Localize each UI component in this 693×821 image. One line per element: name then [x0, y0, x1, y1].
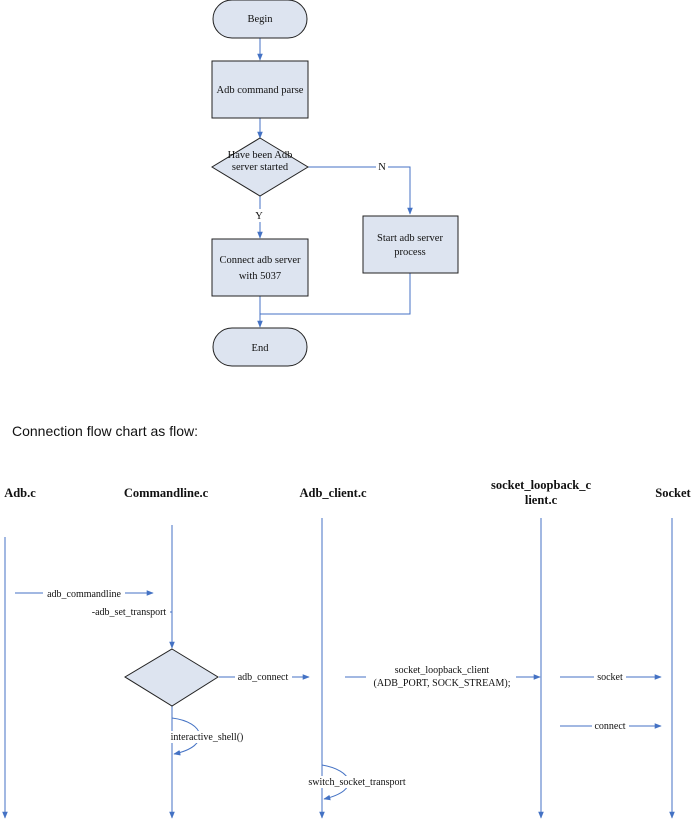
start-server-box	[362, 215, 459, 274]
header-adb-client-c: Adb_client.c	[299, 486, 366, 500]
decision-label-line2: server started	[232, 162, 289, 173]
msg-adb-commandline: adb_commandline	[47, 589, 121, 600]
end-label: End	[252, 343, 270, 354]
msg-socket-loopback-client-line1: socket_loopback_client	[395, 665, 490, 676]
end-terminator	[212, 327, 308, 367]
msg-socket-loopback-client-line2: (ADB_PORT, SOCK_STREAM);	[373, 678, 510, 689]
no-label: N	[378, 162, 386, 173]
parse-process-box	[211, 60, 309, 119]
begin-label: Begin	[247, 14, 273, 25]
yes-label: Y	[255, 211, 263, 222]
begin-terminator	[212, 0, 308, 39]
connect-server-box	[211, 238, 309, 297]
server-started-decision	[211, 137, 309, 197]
connect-label-line2: with 5037	[239, 271, 281, 282]
msg-bg-interactive-shell	[166, 731, 248, 743]
decision-label-line1: Have been Adb	[228, 150, 293, 161]
msg-bg-adb-commandline	[43, 587, 125, 599]
header-commandline-c: Commandline.c	[124, 486, 209, 500]
sequence-diagram: Adb.c Commandline.c Adb_client.c socket_…	[2, 478, 692, 819]
msg-socket: socket	[597, 672, 623, 683]
header-adb-c: Adb.c	[4, 486, 36, 500]
msg-adb-set-transport: -adb_set_transport	[92, 607, 167, 618]
start-label-line2: process	[394, 247, 426, 258]
sequence-decision	[124, 648, 219, 707]
header-socket: Socket	[655, 486, 691, 500]
parse-label: Adb command parse	[217, 85, 304, 96]
msg-bg-adb-set-transport	[88, 606, 170, 618]
start-label-line1: Start adb server	[377, 233, 443, 244]
msg-bg-switch-socket-transport	[304, 776, 410, 788]
connector-start-merge	[260, 273, 411, 315]
connect-label-line1: Connect adb server	[219, 255, 301, 266]
msg-bg-connect	[592, 720, 629, 732]
msg-connect: connect	[594, 721, 625, 732]
msg-interactive-shell: interactive_shell()	[171, 732, 244, 743]
msg-adb-connect: adb_connect	[238, 672, 289, 683]
flowchart: Begin Adb command parse Have been Adb se…	[211, 0, 459, 367]
header-socket-loopback-line1: socket_loopback_c	[491, 478, 591, 492]
no-label-bg	[376, 160, 388, 173]
msg-bg-socket	[594, 671, 626, 683]
msg-switch-socket-transport: switch_socket_transport	[308, 777, 405, 788]
msg-bg-adb-connect	[235, 671, 292, 683]
section-caption: Connection flow chart as flow:	[12, 423, 198, 439]
header-socket-loopback-line2: lient.c	[525, 493, 558, 507]
yes-label-bg	[253, 209, 265, 222]
connector-decision-no	[308, 166, 413, 215]
msg-bg-socket-loopback-client	[366, 664, 516, 688]
